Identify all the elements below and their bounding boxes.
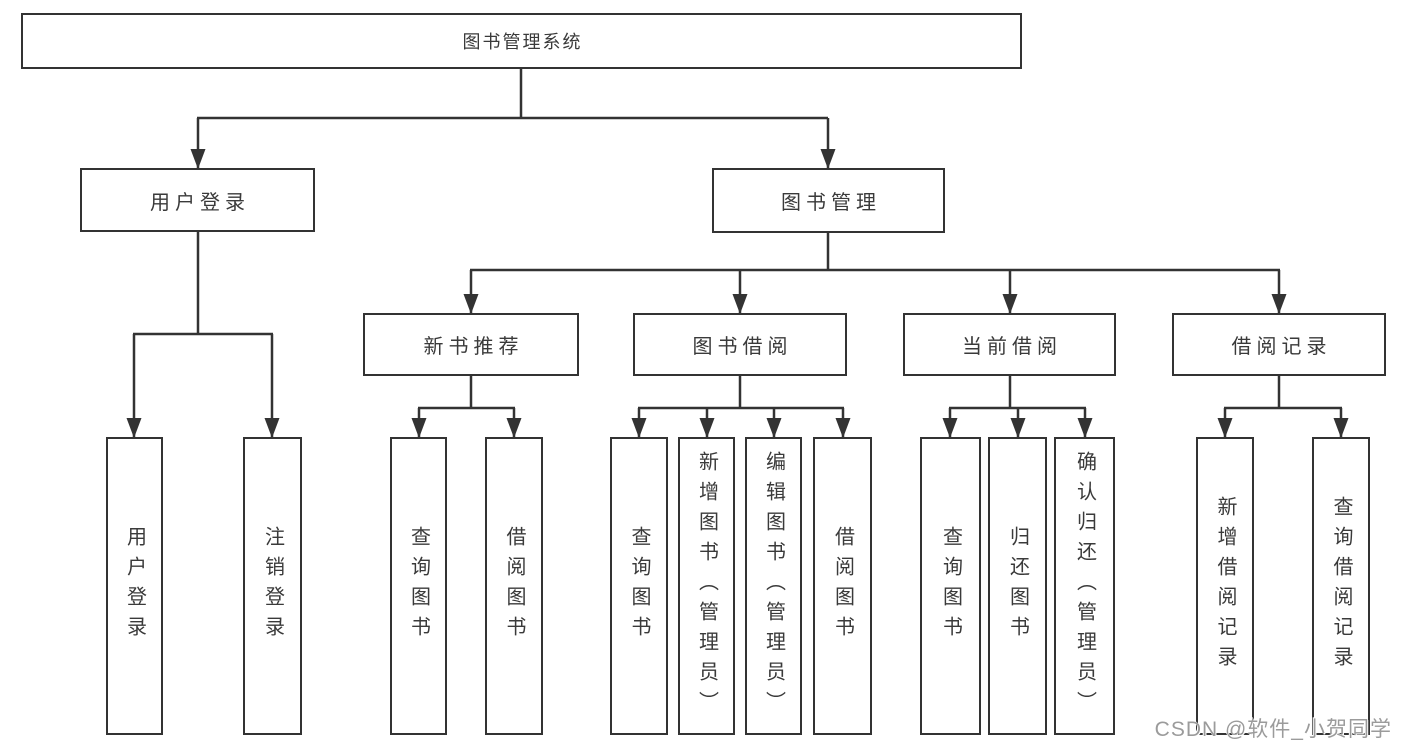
leaf-borrow-books-1: 借阅图书 bbox=[485, 437, 543, 735]
node-borrowing-records: 借阅记录 bbox=[1172, 313, 1386, 376]
node-book-management: 图书管理 bbox=[712, 168, 945, 233]
leaf-return-books: 归还图书 bbox=[988, 437, 1047, 735]
leaf-query-books-2: 查询图书 bbox=[610, 437, 668, 735]
leaf-label: 新增图书（管理员） bbox=[695, 451, 718, 721]
leaf-label: 查询借阅记录 bbox=[1330, 496, 1352, 676]
leaf-add-borrow-record: 新增借阅记录 bbox=[1196, 437, 1254, 735]
node-current-borrowing: 当前借阅 bbox=[903, 313, 1116, 376]
leaf-label: 编辑图书（管理员） bbox=[762, 451, 785, 721]
leaf-label: 注销登录 bbox=[261, 526, 284, 646]
leaf-label: 用户登录 bbox=[123, 526, 146, 646]
leaf-user-login: 用户登录 bbox=[106, 437, 163, 735]
leaf-label: 查询图书 bbox=[407, 526, 430, 646]
node-library-management-system: 图书管理系统 bbox=[21, 13, 1022, 69]
leaf-confirm-return-admin: 确认归还（管理员） bbox=[1054, 437, 1115, 735]
leaf-label: 查询图书 bbox=[628, 526, 650, 646]
leaf-label: 借阅图书 bbox=[831, 526, 854, 646]
leaf-label: 新增借阅记录 bbox=[1214, 496, 1236, 676]
leaf-label: 归还图书 bbox=[1006, 526, 1029, 646]
leaf-label: 查询图书 bbox=[939, 526, 962, 646]
leaf-add-books-admin: 新增图书（管理员） bbox=[678, 437, 735, 735]
node-user-login: 用户登录 bbox=[80, 168, 315, 232]
leaf-label: 确认归还（管理员） bbox=[1073, 451, 1096, 721]
leaf-query-borrow-record: 查询借阅记录 bbox=[1312, 437, 1370, 735]
leaf-borrow-books-2: 借阅图书 bbox=[813, 437, 872, 735]
leaf-edit-books-admin: 编辑图书（管理员） bbox=[745, 437, 802, 735]
leaf-logout: 注销登录 bbox=[243, 437, 302, 735]
leaf-query-books-1: 查询图书 bbox=[390, 437, 447, 735]
node-book-borrowing: 图书借阅 bbox=[633, 313, 847, 376]
leaf-query-books-3: 查询图书 bbox=[920, 437, 981, 735]
node-new-book-recommendation: 新书推荐 bbox=[363, 313, 579, 376]
leaf-label: 借阅图书 bbox=[503, 526, 525, 646]
watermark: CSDN @软件_小贺同学 bbox=[1154, 718, 1392, 741]
